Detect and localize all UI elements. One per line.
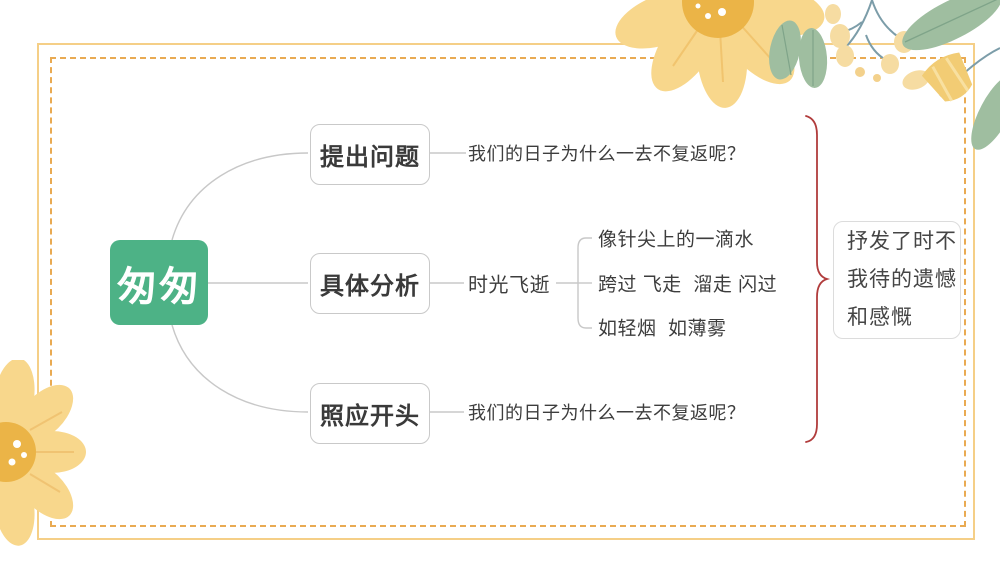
branch-label: 照应开头 (320, 403, 420, 430)
conclusion-line-3: 和感慨 (847, 306, 913, 329)
branch2-child-2: 跨过 飞走 溜走 闪过 (598, 274, 778, 296)
branch1-detail-text: 我们的日子为什么一去不复返呢？ (468, 144, 746, 164)
conclusion-box: 抒发了时不 我待的遗憾 和感慨 (833, 221, 961, 339)
connector-root-to-branch3 (171, 324, 309, 413)
branch3-detail-text: 我们的日子为什么一去不复返呢？ (468, 403, 746, 423)
connector-root-to-branch1 (171, 152, 309, 241)
branch-box-specific-analysis: 具体分析 (310, 253, 430, 314)
conclusion-line-2: 我待的遗憾 (847, 268, 957, 291)
frame-outer-border (37, 43, 975, 540)
conclusion-line-1: 抒发了时不 (847, 230, 957, 253)
branch2-child-1: 像针尖上的一滴水 (598, 229, 755, 251)
branch2-child-3: 如轻烟 如薄雾 (598, 318, 727, 340)
branch-label: 具体分析 (320, 273, 420, 300)
branch-label: 提出问题 (320, 144, 420, 171)
branch-box-raise-question: 提出问题 (310, 124, 430, 185)
red-brace (805, 115, 831, 443)
root-node: 匆匆 (110, 240, 208, 325)
branch2-node-text: 时光飞逝 (468, 274, 550, 297)
branch-box-echo-beginning: 照应开头 (310, 383, 430, 444)
root-label: 匆匆 (117, 264, 201, 309)
frame-inner-dashed-border (50, 57, 966, 527)
